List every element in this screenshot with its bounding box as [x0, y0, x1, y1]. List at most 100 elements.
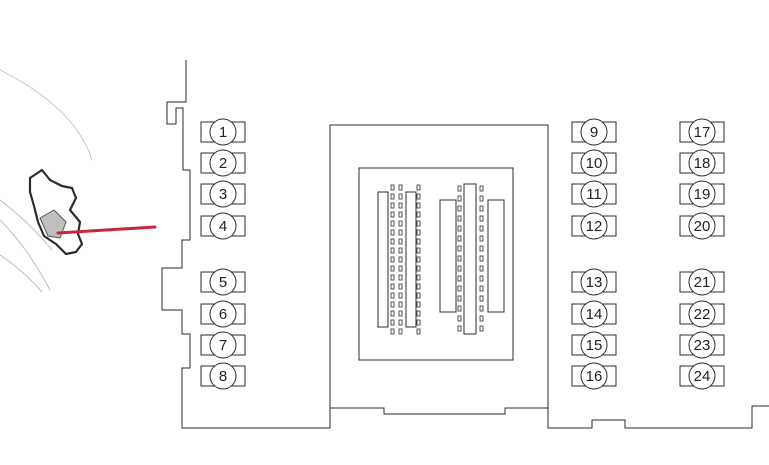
- tool-body-line-2: [0, 219, 51, 291]
- connector-pin: [398, 310, 403, 317]
- fuse-number-label: 10: [586, 155, 603, 172]
- fuse-number-label: 5: [219, 274, 227, 291]
- connector-pin: [416, 193, 421, 200]
- connector-pin: [479, 315, 484, 322]
- fuse-number-label: 16: [586, 368, 603, 385]
- connector-pin: [416, 256, 421, 263]
- fuse-number-label: 3: [219, 186, 227, 203]
- puller-grip: [39, 209, 67, 239]
- connector-center-block: [439, 199, 457, 313]
- fuse-5: 5: [200, 268, 246, 296]
- fuse-10: 10: [571, 149, 617, 177]
- fuse-number-circle: [580, 118, 608, 146]
- connector-pin: [457, 265, 462, 272]
- connector-left-a: [377, 191, 389, 328]
- connector-pin: [390, 301, 395, 308]
- fuse-number-circle: [209, 212, 237, 240]
- fuse-number-circle: [209, 118, 237, 146]
- fuse-2: 2: [200, 149, 246, 177]
- fuse-number-circle: [688, 212, 716, 240]
- fuse-number-label: 1: [219, 124, 227, 141]
- connector-pin: [390, 265, 395, 272]
- fuse-number-circle: [209, 331, 237, 359]
- fuse-number-circle: [209, 362, 237, 390]
- connector-pin: [416, 283, 421, 290]
- fuse-number-label: 20: [694, 218, 711, 235]
- connector-pin: [390, 211, 395, 218]
- connector-pin: [398, 256, 403, 263]
- connector-pin: [416, 265, 421, 272]
- fuse-box-outline: [161, 60, 769, 429]
- fuse-number-label: 21: [694, 274, 711, 291]
- connector-pin: [416, 238, 421, 245]
- fuse-8: 8: [200, 362, 246, 390]
- fuse-number-circle: [580, 212, 608, 240]
- fuse-number-label: 4: [219, 218, 227, 235]
- connector-pin: [457, 325, 462, 332]
- connector-pin: [457, 195, 462, 202]
- fuse-20: 20: [679, 212, 725, 240]
- fuse-number-label: 17: [694, 124, 711, 141]
- center-housing-outline: [329, 124, 549, 428]
- fuse-number-circle: [688, 180, 716, 208]
- connector-pin: [390, 247, 395, 254]
- fuse-18: 18: [679, 149, 725, 177]
- relay-frame: [358, 167, 514, 361]
- fuse-number-circle: [688, 331, 716, 359]
- connector-pin: [416, 319, 421, 326]
- fuse-1: 1: [200, 118, 246, 146]
- connector-pin: [398, 319, 403, 326]
- connector-pin: [390, 283, 395, 290]
- connector-pin: [457, 295, 462, 302]
- fuse-number-circle: [688, 300, 716, 328]
- connector-pin: [416, 328, 421, 335]
- fuse-number-circle: [209, 300, 237, 328]
- connector-pin: [398, 328, 403, 335]
- fuse-number-label: 6: [219, 306, 227, 323]
- fuse-15: 15: [571, 331, 617, 359]
- connector-pin: [479, 255, 484, 262]
- connector-pin: [457, 245, 462, 252]
- left-housing-outline: [161, 60, 330, 429]
- connector-left-b: [405, 191, 417, 328]
- fuse-number-label: 19: [694, 186, 711, 203]
- fuse-6: 6: [200, 300, 246, 328]
- fuse-puller-illustration: [0, 69, 157, 293]
- tool-guide-curve: [0, 69, 93, 161]
- connector-pin: [390, 274, 395, 281]
- connector-pin: [390, 202, 395, 209]
- connector-pin: [416, 202, 421, 209]
- connector-pin: [398, 247, 403, 254]
- fuse-number-circle: [580, 268, 608, 296]
- connector-pin: [457, 285, 462, 292]
- fuse-number-label: 13: [586, 274, 603, 291]
- connector-pin: [457, 205, 462, 212]
- connector-pin: [390, 328, 395, 335]
- connector-pin: [416, 274, 421, 281]
- connector-pin: [398, 202, 403, 209]
- connector-pin: [398, 193, 403, 200]
- fuse-number-label: 24: [694, 368, 711, 385]
- connector-pin: [479, 185, 484, 192]
- fuse-3: 3: [200, 180, 246, 208]
- fuse-number-circle: [688, 362, 716, 390]
- connector-pin: [390, 292, 395, 299]
- fuse-number-label: 2: [219, 155, 227, 172]
- connector-pins: [390, 184, 484, 335]
- connector-pin: [457, 315, 462, 322]
- connector-pin: [416, 247, 421, 254]
- connector-pin: [390, 238, 395, 245]
- connector-pin: [390, 184, 395, 191]
- fuse-number-label: 18: [694, 155, 711, 172]
- connector-pin: [416, 184, 421, 191]
- connector-pin: [390, 220, 395, 227]
- fuse-14: 14: [571, 300, 617, 328]
- tool-body-line-3: [0, 254, 43, 293]
- connector-pin: [457, 235, 462, 242]
- fuse-number-circle: [580, 331, 608, 359]
- connector-pin: [479, 265, 484, 272]
- connector-pin: [479, 275, 484, 282]
- connector-center-a: [463, 183, 477, 335]
- bottom-edge-center: [330, 407, 548, 415]
- fuse-number-circle: [580, 300, 608, 328]
